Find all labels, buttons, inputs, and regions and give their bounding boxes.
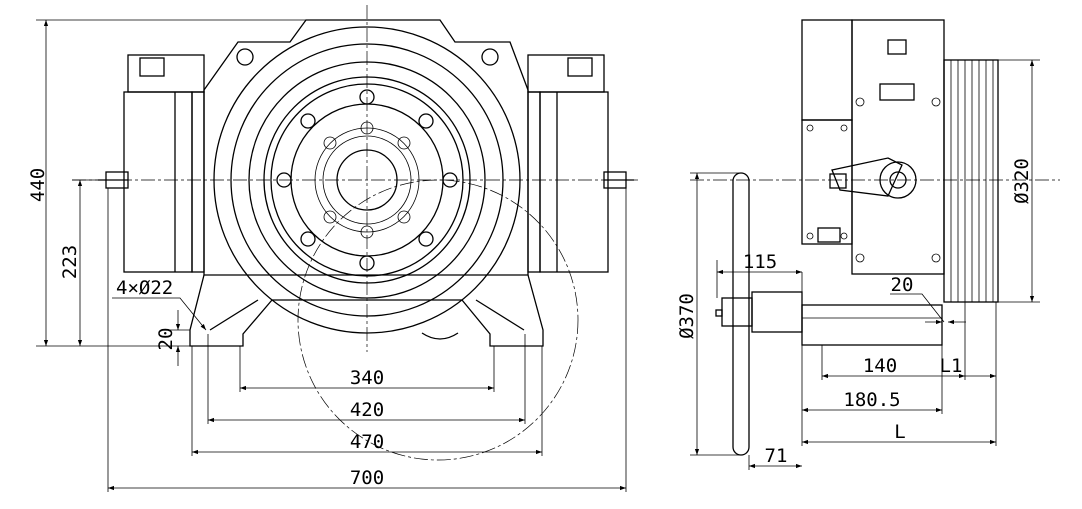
shaft-hub xyxy=(721,297,753,327)
lifting-hole-left xyxy=(236,48,254,66)
dim-370-label: Ø370 xyxy=(676,293,698,339)
foot-rib-right xyxy=(475,299,525,331)
lifting-hole-right xyxy=(481,48,499,66)
dim-20-side-leader xyxy=(890,293,945,323)
dim-140-label: 140 xyxy=(863,355,897,377)
traction-sheave xyxy=(943,59,999,303)
side-extension-lines xyxy=(690,59,1040,470)
handwheel-side xyxy=(732,172,750,456)
dim-223-label: 223 xyxy=(59,245,81,279)
shaft-key xyxy=(715,309,723,317)
side-view: Ø320 Ø370 115 20 140 L1 180.5 L 71 xyxy=(676,19,1060,470)
ring-2 xyxy=(248,61,486,299)
lower-boss xyxy=(421,332,459,340)
base-feet xyxy=(189,274,544,347)
motor-body xyxy=(801,19,945,275)
dim-L-label: L xyxy=(894,421,905,443)
dim-71-label: 71 xyxy=(765,445,788,467)
holes-label: 4×Ø22 xyxy=(116,277,173,299)
brake-right xyxy=(527,54,634,273)
dim-320-label: Ø320 xyxy=(1011,158,1033,204)
dim-420-label: 420 xyxy=(350,399,384,421)
front-extension-lines xyxy=(36,19,627,492)
outer-disc xyxy=(213,26,521,334)
shaft-stub xyxy=(751,291,803,333)
ring-4 xyxy=(270,83,464,277)
dim-20-side-label: 20 xyxy=(891,274,914,296)
shaft-bore xyxy=(336,149,398,211)
front-view: 440 223 20 4×Ø22 340 420 470 700 xyxy=(27,5,640,492)
dim-115-label: 115 xyxy=(743,251,777,273)
bolt-circle xyxy=(314,127,420,233)
inner-ring xyxy=(322,135,412,225)
ring-1 xyxy=(230,43,504,317)
hub-bolts xyxy=(276,89,458,271)
housing-outline xyxy=(203,19,529,276)
dim-440-label: 440 xyxy=(27,168,49,202)
hole-leader xyxy=(112,297,207,331)
foot-rib-left xyxy=(209,299,259,331)
dim-470-label: 470 xyxy=(350,431,384,453)
dim-340-label: 340 xyxy=(350,367,384,389)
dim-700-label: 700 xyxy=(350,467,384,489)
brake-left xyxy=(98,54,205,273)
ring-3 xyxy=(263,76,471,284)
side-base-plate xyxy=(801,304,943,346)
handwheel-phantom-circle xyxy=(297,179,579,461)
dim-180-label: 180.5 xyxy=(843,389,900,411)
dim-L1-label: L1 xyxy=(940,355,963,377)
dim-20-front-label: 20 xyxy=(155,328,177,351)
